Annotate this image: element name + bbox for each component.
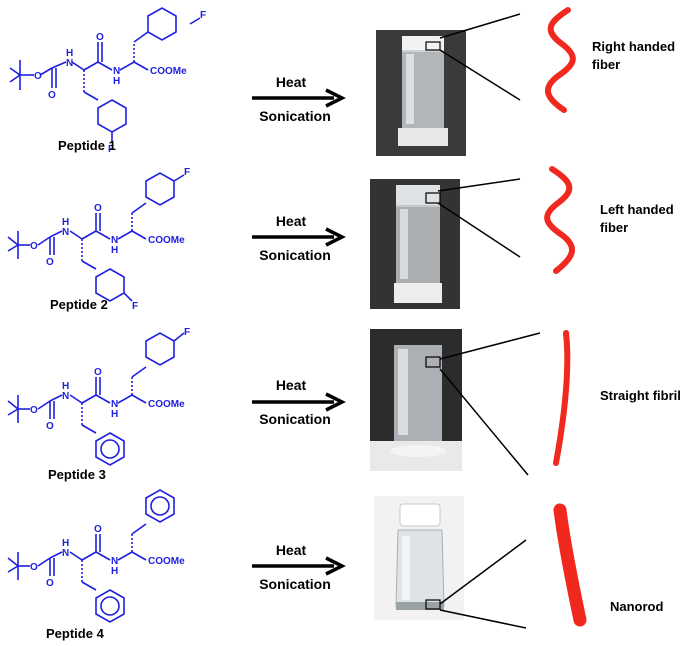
- morphology-right-helix: [545, 7, 576, 113]
- reaction-arrow: [252, 556, 346, 576]
- condition-heat: Heat: [275, 74, 307, 90]
- hydrogen-atom: H: [111, 409, 118, 420]
- condition-sonication: Sonication: [259, 576, 331, 592]
- vial-cap: [399, 503, 441, 527]
- nitrogen-atom: N: [111, 235, 118, 246]
- ester-group: COOMe: [148, 556, 185, 567]
- nitrogen-atom: N: [111, 556, 118, 567]
- oxygen-atom: O: [94, 203, 102, 214]
- vial-photo: [370, 179, 460, 309]
- condition-heat: Heat: [275, 377, 307, 393]
- peptide-label: Peptide 4: [46, 626, 104, 641]
- condition-sonication: Sonication: [259, 411, 331, 427]
- hydrogen-atom: H: [111, 245, 118, 256]
- hydrogen-atom: H: [113, 76, 120, 87]
- oxygen-atom: O: [30, 562, 38, 573]
- nitrogen-atom: N: [113, 66, 120, 77]
- ester-group: COOMe: [150, 66, 187, 77]
- morphology-label: Straight fibril: [600, 388, 681, 403]
- reaction-arrow: [252, 392, 346, 412]
- peptide-4-structure: O O N H O N H COOMe: [7, 489, 185, 623]
- fluorine-atom: F: [184, 167, 190, 178]
- hydrogen-atom: H: [111, 566, 118, 577]
- row-peptide-4: O O N H O N H COOMe Peptide 4 Heat Sonic…: [0, 486, 697, 646]
- nitrogen-atom: N: [62, 391, 69, 402]
- hydrogen-atom: H: [62, 217, 69, 228]
- oxygen-atom: O: [34, 71, 42, 82]
- reaction-arrow: [252, 88, 346, 108]
- reaction-arrow: [252, 227, 346, 247]
- vial-photo: [376, 30, 466, 156]
- morphology-left-helix: [544, 166, 575, 274]
- nitrogen-atom: N: [62, 548, 69, 559]
- nitrogen-atom: N: [62, 227, 69, 238]
- condition-sonication: Sonication: [259, 247, 331, 263]
- morphology-label: Nanorod: [610, 599, 664, 614]
- hydrogen-atom: H: [62, 381, 69, 392]
- fluorine-atom: F: [108, 144, 114, 155]
- oxygen-atom: O: [94, 367, 102, 378]
- ester-group: COOMe: [148, 399, 185, 410]
- fluorine-atom: F: [200, 10, 206, 21]
- nitrogen-atom: N: [66, 58, 73, 69]
- hydrogen-atom: H: [66, 48, 73, 59]
- peptide-3-structure: O O N H O N H COOMe F: [7, 327, 190, 466]
- oxygen-atom: O: [46, 578, 54, 589]
- peptide-label: Peptide 1: [58, 138, 116, 153]
- vial-cap: [396, 185, 440, 207]
- peptide-2-structure: O O N H O N H COOMe F F: [7, 167, 190, 312]
- ester-group: COOMe: [148, 235, 185, 246]
- zoom-box: [425, 192, 441, 204]
- oxygen-atom: O: [30, 405, 38, 416]
- oxygen-atom: O: [46, 257, 54, 268]
- condition-sonication: Sonication: [259, 108, 331, 124]
- oxygen-atom: O: [46, 421, 54, 432]
- peptide-1-structure: O O N H O N H COOMe F F: [9, 7, 206, 155]
- vial-cap: [402, 36, 444, 52]
- oxygen-atom: O: [96, 32, 104, 43]
- morphology-nanorod: [553, 503, 587, 627]
- oxygen-atom: O: [94, 524, 102, 535]
- condition-heat: Heat: [275, 542, 307, 558]
- vial-photo: [374, 496, 464, 620]
- fluorine-atom: F: [184, 327, 190, 338]
- hydrogen-atom: H: [62, 538, 69, 549]
- oxygen-atom: O: [48, 90, 56, 101]
- morphology-straight-fibril: [553, 330, 571, 466]
- zoom-box: [425, 41, 441, 51]
- condition-heat: Heat: [275, 213, 307, 229]
- row-peptide-3: O O N H O N H COOMe F Peptide 3 Heat Son…: [0, 325, 697, 485]
- fluorine-atom: F: [132, 301, 138, 312]
- zoom-box: [425, 356, 441, 368]
- row-peptide-1: O O N H O N H COOMe F F Peptide 1 Heat S…: [0, 0, 697, 160]
- peptide-label: Peptide 2: [50, 297, 108, 312]
- row-peptide-2: O O N H O N H COOMe F F Peptide 2 Heat S…: [0, 165, 697, 320]
- nitrogen-atom: N: [111, 399, 118, 410]
- oxygen-atom: O: [30, 241, 38, 252]
- peptide-label: Peptide 3: [48, 467, 106, 482]
- vial-photo: [370, 329, 462, 471]
